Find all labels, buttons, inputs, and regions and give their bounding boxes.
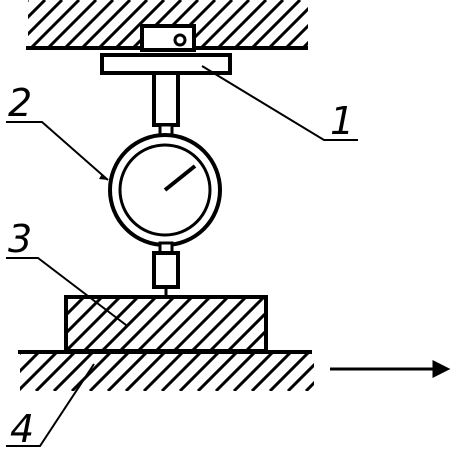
hatch-line xyxy=(28,0,30,3)
hatch-line xyxy=(66,297,68,300)
holder-clamp xyxy=(140,24,196,52)
hatch-line xyxy=(226,310,266,351)
hatch-line xyxy=(63,0,115,48)
hatch-line xyxy=(80,0,132,48)
hatch-line xyxy=(199,0,251,48)
hatch-line xyxy=(97,0,149,48)
hatch-line xyxy=(250,353,292,391)
hatch-line xyxy=(29,0,81,48)
hatch-line xyxy=(354,0,402,48)
hatch-line xyxy=(324,353,362,391)
clamp-screw xyxy=(173,33,187,47)
hatch-line xyxy=(244,328,266,351)
indicator-lower-stem xyxy=(152,251,180,289)
hatch-line xyxy=(66,297,86,318)
hatch-line xyxy=(160,353,202,391)
holder-bracket xyxy=(100,24,232,75)
hatch-line xyxy=(268,353,310,391)
leader-lines xyxy=(6,65,358,447)
label-2: 2 xyxy=(8,81,32,125)
hatch-line xyxy=(342,353,380,391)
hatch-line xyxy=(304,380,314,391)
hatch-line xyxy=(172,297,230,351)
hatch-line xyxy=(318,297,372,351)
hatch-line xyxy=(136,297,194,351)
leader-line-1 xyxy=(201,65,358,141)
hatch-line xyxy=(214,353,256,391)
hatch-line xyxy=(34,353,76,391)
hatch-line xyxy=(20,353,40,374)
hatch-line xyxy=(301,40,308,48)
hatch-line xyxy=(282,297,336,351)
hatch-line xyxy=(20,353,22,356)
bottom-base-hatching xyxy=(20,353,380,391)
top-support xyxy=(26,0,402,50)
hatch-line xyxy=(52,353,94,391)
hatch-line xyxy=(124,353,166,391)
dial-needle xyxy=(163,164,197,192)
dial-indicator xyxy=(108,71,222,297)
hatch-line xyxy=(284,23,308,48)
hatch-line xyxy=(178,353,220,391)
hatch-line xyxy=(66,297,104,336)
hatch-line xyxy=(118,297,176,351)
leader-line-2 xyxy=(6,121,109,181)
hatch-line xyxy=(250,0,302,48)
leader-line-3 xyxy=(6,257,127,326)
hatch-line xyxy=(232,353,274,391)
hatch-line xyxy=(286,362,314,391)
bottom-base xyxy=(18,350,380,391)
hatch-line xyxy=(106,353,148,391)
hatch-line xyxy=(20,353,58,391)
label-4: 4 xyxy=(10,407,34,451)
workpiece-hatching xyxy=(66,297,372,351)
hatch-line xyxy=(154,297,212,351)
hatch-line xyxy=(320,0,368,48)
hatch-line xyxy=(233,0,285,48)
label-1: 1 xyxy=(330,99,354,143)
top-support-hatching xyxy=(28,0,402,48)
hatch-line xyxy=(46,0,98,48)
hatch-line xyxy=(100,297,158,351)
hatch-line xyxy=(262,346,266,351)
hatch-line xyxy=(28,0,47,20)
hatch-line xyxy=(88,353,130,391)
hatch-line xyxy=(28,0,64,37)
hatch-line xyxy=(190,297,248,351)
hatch-line xyxy=(70,353,112,391)
hatch-line xyxy=(267,6,308,48)
hatch-line xyxy=(82,297,140,351)
hatch-line xyxy=(216,0,268,48)
hatch-line xyxy=(196,353,238,391)
label-3: 3 xyxy=(8,217,32,261)
leader-2-arrowhead xyxy=(99,174,108,180)
leader-line-4 xyxy=(6,363,95,447)
indicator-upper-stem xyxy=(152,71,180,127)
hatch-line xyxy=(337,0,385,48)
hatch-line xyxy=(142,353,184,391)
hatch-line xyxy=(300,297,354,351)
hatch-line xyxy=(66,297,122,351)
hatch-line xyxy=(208,297,266,351)
workpiece xyxy=(64,295,372,353)
